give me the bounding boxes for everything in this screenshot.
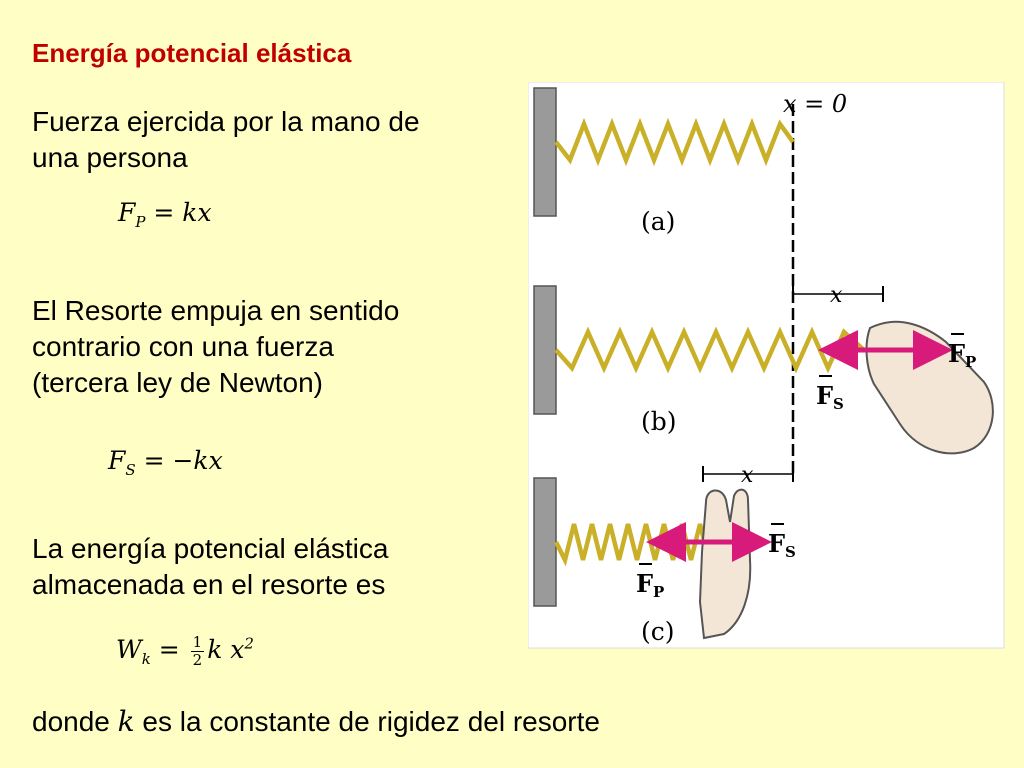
wk-denominator: 2 bbox=[192, 651, 203, 669]
panel-c-label: (c) bbox=[641, 617, 675, 646]
fp-subscript: P bbox=[135, 213, 146, 231]
hand-b bbox=[865, 320, 994, 455]
fp-label-c: FP bbox=[636, 569, 664, 601]
equation-fs: FS = −kx bbox=[108, 446, 223, 479]
spring-push-description: El Resorte empuja en sentido contrario c… bbox=[32, 293, 399, 401]
wk-equals: = bbox=[150, 635, 188, 664]
wall-c bbox=[533, 477, 557, 607]
energy-line-2: almacenada en el resorte es bbox=[32, 569, 386, 600]
energy-description: La energía potencial elástica almacenada… bbox=[32, 531, 388, 603]
equation-fp: FP = kx bbox=[118, 198, 212, 231]
spring-push-line-1: El Resorte empuja en sentido bbox=[32, 295, 400, 326]
displacement-label-c: x bbox=[741, 463, 754, 488]
fp-lhs: F bbox=[118, 198, 136, 227]
wk-x: x bbox=[222, 635, 245, 664]
fs-label-c: FS bbox=[768, 529, 796, 561]
fp-label-b-sub: P bbox=[965, 353, 976, 371]
fs-label-b-sub: S bbox=[833, 395, 844, 413]
definition-prefix: donde bbox=[32, 706, 118, 737]
fs-label-b: FS bbox=[816, 381, 844, 413]
energy-line-1: La energía potencial elástica bbox=[32, 533, 389, 564]
wall-b bbox=[533, 285, 557, 415]
hand-force-line-2: una persona bbox=[32, 142, 188, 173]
x0-label: x = 0 bbox=[783, 90, 847, 118]
spring-b bbox=[554, 326, 866, 374]
fp-label-b-main: F bbox=[948, 339, 965, 368]
wk-lhs: W bbox=[116, 635, 142, 664]
fp-label-c-sub: P bbox=[653, 583, 664, 601]
fs-rhs: = −kx bbox=[135, 446, 223, 475]
hand-force-description: Fuerza ejercida por la mano de una perso… bbox=[32, 104, 420, 176]
wall-a bbox=[533, 87, 557, 217]
spring-push-line-3: (tercera ley de Newton) bbox=[32, 367, 324, 398]
fp-label-b: FP bbox=[948, 339, 976, 371]
wk-exponent: 2 bbox=[244, 634, 254, 653]
spring-push-line-2: contrario con una fuerza bbox=[32, 331, 334, 362]
fs-label-c-main: F bbox=[768, 529, 785, 558]
wk-k: k bbox=[207, 635, 223, 664]
wk-numerator: 1 bbox=[190, 633, 205, 652]
panel-b-label: (b) bbox=[641, 407, 677, 436]
hand-force-line-1: Fuerza ejercida por la mano de bbox=[32, 106, 420, 137]
definition-line: donde k es la constante de rigidez del r… bbox=[32, 704, 600, 740]
fs-label-b-main: F bbox=[816, 381, 833, 410]
page-title: Energía potencial elástica bbox=[32, 38, 352, 68]
fp-label-c-main: F bbox=[636, 569, 653, 598]
displacement-label-b: x bbox=[830, 283, 843, 308]
definition-k-symbol: k bbox=[117, 705, 135, 738]
fp-rhs: = kx bbox=[145, 198, 212, 227]
spring-figure: x = 0 (a) x FP FS (b) x FS FP (c) bbox=[528, 82, 1005, 649]
fs-lhs: F bbox=[108, 446, 126, 475]
panel-a-label: (a) bbox=[641, 207, 675, 236]
spring-a bbox=[554, 117, 795, 167]
fs-label-c-sub: S bbox=[785, 543, 796, 561]
definition-suffix: es la constante de rigidez del resorte bbox=[134, 706, 600, 737]
spring-c bbox=[553, 523, 721, 567]
wk-subscript: k bbox=[141, 650, 151, 668]
fs-subscript: S bbox=[125, 461, 136, 479]
